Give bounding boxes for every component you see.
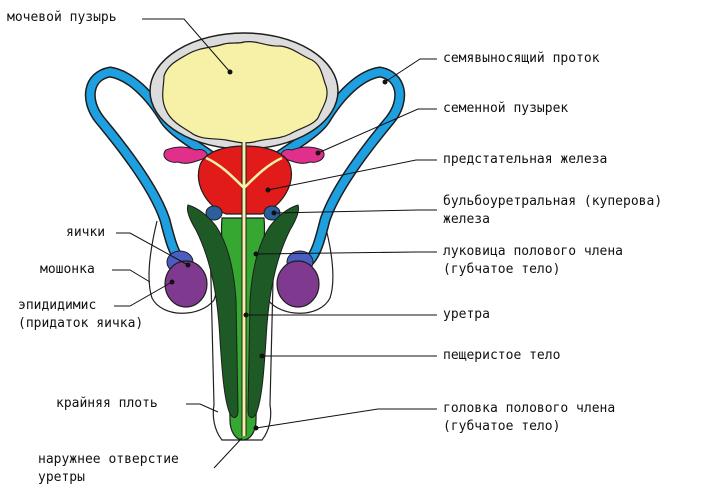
label-corpus-cavernosum: пещеристое тело xyxy=(443,348,561,363)
leader-vas-deferens xyxy=(384,58,437,83)
label-epididymis-line2: (придаток яичка) xyxy=(18,316,144,331)
label-seminal-vesicle: семенной пузырек xyxy=(443,101,569,116)
leader-bulbourethral xyxy=(273,209,437,214)
label-foreskin: крайняя плоть xyxy=(56,396,158,411)
label-bulbourethral-line2: железа xyxy=(443,212,490,227)
label-bulbourethral-line1: бульбоуретральная (куперова) xyxy=(443,194,663,209)
label-meatus-line1: наружнее отверстие xyxy=(38,452,179,467)
label-bulb-line1: луковица полового члена xyxy=(443,244,624,259)
label-scrotum: мошонка xyxy=(40,262,95,277)
label-testes: яички xyxy=(66,225,106,240)
leader-foreskin xyxy=(186,403,219,413)
label-glans-line2: (губчатое тело) xyxy=(443,419,561,434)
leader-prostate xyxy=(267,159,437,191)
leader-glans xyxy=(255,408,437,429)
leader-testes xyxy=(116,232,189,266)
label-bulb-line2: (губчатое тело) xyxy=(443,262,561,277)
ejaculatory-duct-left xyxy=(205,156,245,189)
leader-bladder xyxy=(142,18,231,73)
bulbourethral-gland-left xyxy=(205,205,223,221)
label-vas-deferens: семявыносящий проток xyxy=(443,51,600,66)
label-glans-line1: головка полового члена xyxy=(443,401,616,416)
corpus-cavernosum-left xyxy=(187,204,239,418)
leader-meatus xyxy=(213,437,243,469)
leader-bulb xyxy=(255,251,437,255)
label-urethra: уретра xyxy=(443,307,490,322)
label-bladder: мочевой пузырь xyxy=(7,10,117,25)
seminal-vesicle-left xyxy=(163,146,208,164)
leader-scrotum xyxy=(112,269,151,283)
corpus-cavernosum-right xyxy=(247,204,299,418)
leader-epididymis xyxy=(114,281,173,307)
bladder-lumen xyxy=(162,41,328,144)
testis-left xyxy=(164,260,208,308)
label-prostate: предстательная железа xyxy=(443,152,608,167)
label-meatus-line2: уретры xyxy=(38,470,85,485)
label-epididymis-line1: эпидидимис xyxy=(18,298,97,313)
leader-seminal-vesicle xyxy=(317,108,437,154)
ejaculatory-duct-right xyxy=(243,156,283,189)
testis-right xyxy=(276,260,320,308)
